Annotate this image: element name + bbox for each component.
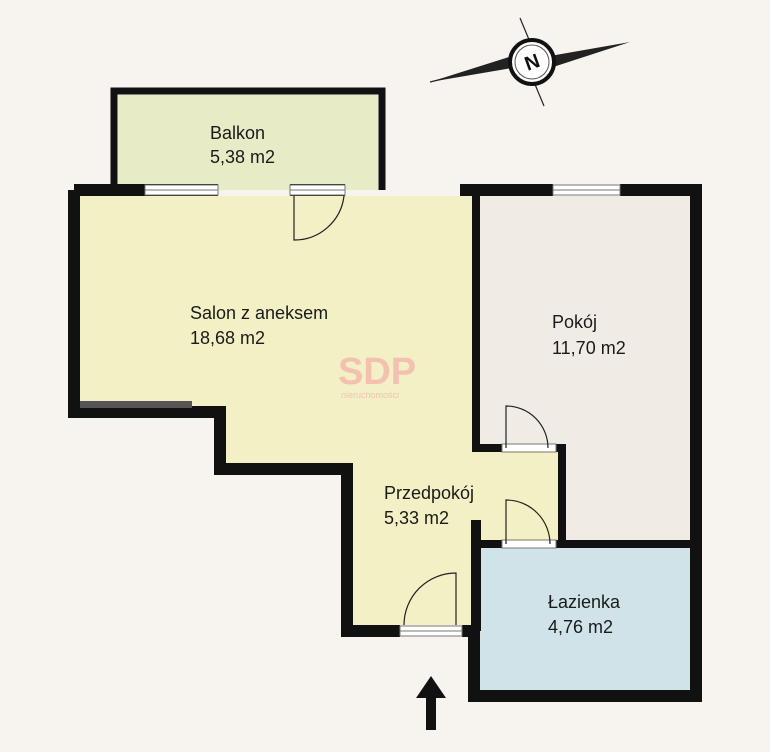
door-bedroom: [505, 405, 549, 449]
bathroom-area: 4,76 m2: [548, 617, 613, 637]
svg-text:SDP: SDP: [338, 351, 416, 393]
room-living-fill: [80, 196, 558, 625]
entrance-arrow-icon: [416, 676, 446, 730]
bedroom-area: 11,70 m2: [552, 338, 626, 358]
room-balcony-fill: [118, 95, 378, 190]
compass-letter: N: [522, 50, 543, 76]
door-frame-bedroom: [501, 443, 557, 453]
door-bathroom: [505, 499, 551, 545]
door-swings: [293, 195, 551, 626]
room-bedroom-fill: [480, 196, 690, 540]
watermark: SDP nieruchomości: [338, 351, 416, 400]
balcony-area: 5,38 m2: [210, 147, 275, 167]
living-name: Salon z aneksem: [190, 303, 328, 323]
svg-text:nieruchomości: nieruchomości: [341, 390, 399, 400]
door-balcony: [293, 195, 345, 241]
hall-area: 5,33 m2: [384, 508, 449, 528]
door-frame-bathroom: [501, 539, 557, 549]
door-entrance: [403, 572, 457, 626]
hall-name: Przedpokój: [384, 483, 474, 503]
bathroom-name: Łazienka: [548, 592, 621, 612]
compass-icon: N: [429, 17, 630, 107]
room-bathroom-fill: [480, 548, 690, 690]
windows: [144, 184, 621, 637]
bedroom-name: Pokój: [552, 312, 597, 332]
living-area: 18,68 m2: [190, 328, 265, 348]
balcony-name: Balkon: [210, 123, 265, 143]
